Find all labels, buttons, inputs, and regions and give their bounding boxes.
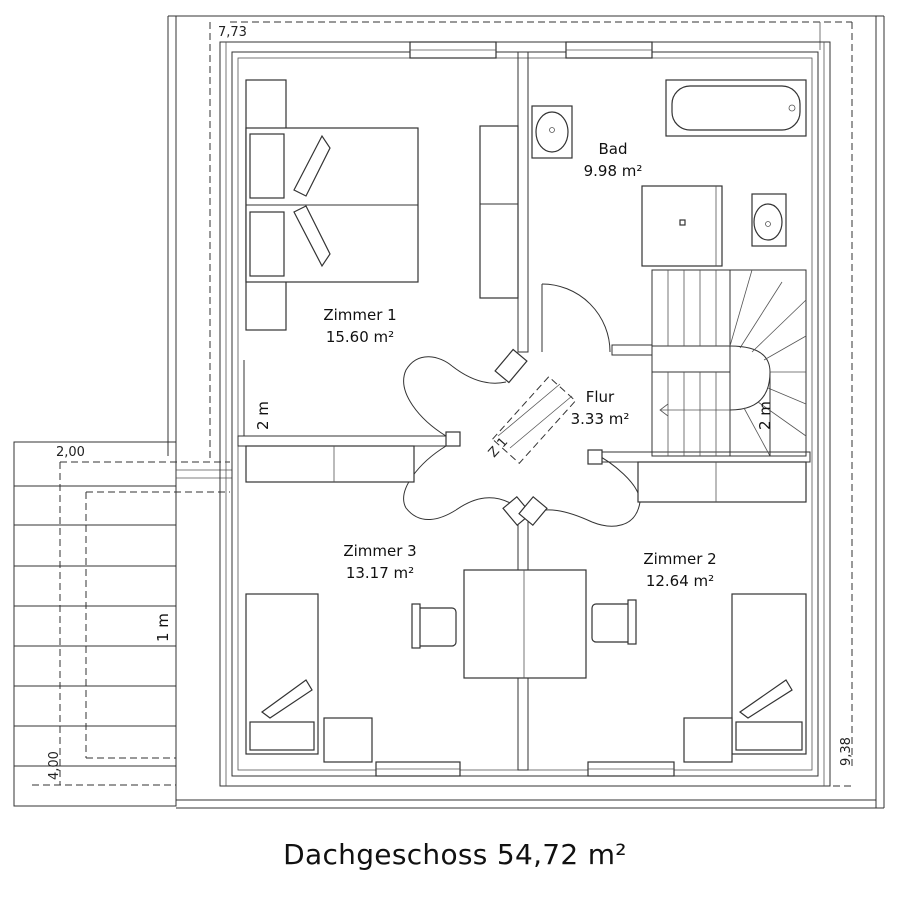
- room-area-flur: 3.33 m²: [571, 410, 630, 428]
- room-name-bad: Bad: [598, 140, 627, 158]
- bad-fixtures: [531, 79, 807, 267]
- room-area-zimmer1: 15.60 m²: [326, 328, 394, 346]
- zimmer2-furniture: [683, 593, 807, 763]
- attic-hatch: [491, 376, 577, 464]
- dimension-top-width: 7,73: [218, 25, 247, 40]
- room-name-zimmer2: Zimmer 2: [643, 550, 716, 568]
- dimension-balcony-height: 4,00: [47, 751, 62, 780]
- room-name-zimmer1: Zimmer 1: [323, 306, 396, 324]
- zimmer3-furniture: [245, 569, 637, 763]
- dimension-right-height: 9,38: [839, 737, 854, 766]
- doors: [403, 283, 641, 527]
- room-area-zimmer2: 12.64 m²: [646, 572, 714, 590]
- room-name-flur: Flur: [586, 388, 615, 406]
- plan-title: Dachgeschoss 54,72 m²: [283, 838, 627, 871]
- height-line-flur: 2 m: [756, 401, 774, 430]
- stair-label: Z 1: [486, 435, 511, 461]
- dimension-balcony-width: 2,00: [56, 445, 85, 460]
- room-area-bad: 9.98 m²: [584, 162, 643, 180]
- balcony: [13, 441, 232, 807]
- staircase: [651, 269, 807, 457]
- wardrobes: [245, 445, 807, 503]
- zimmer1-furniture: [245, 79, 519, 331]
- room-area-zimmer3: 13.17 m²: [346, 564, 414, 582]
- height-line-balcony: 1 m: [154, 613, 172, 642]
- room-name-zimmer3: Zimmer 3: [343, 542, 416, 560]
- height-lines: [243, 360, 771, 456]
- floor-plan: Bad 9.98 m² Zimmer 1 15.60 m² Flur 3.33 …: [13, 15, 885, 809]
- height-line-zimmer1: 2 m: [254, 401, 272, 430]
